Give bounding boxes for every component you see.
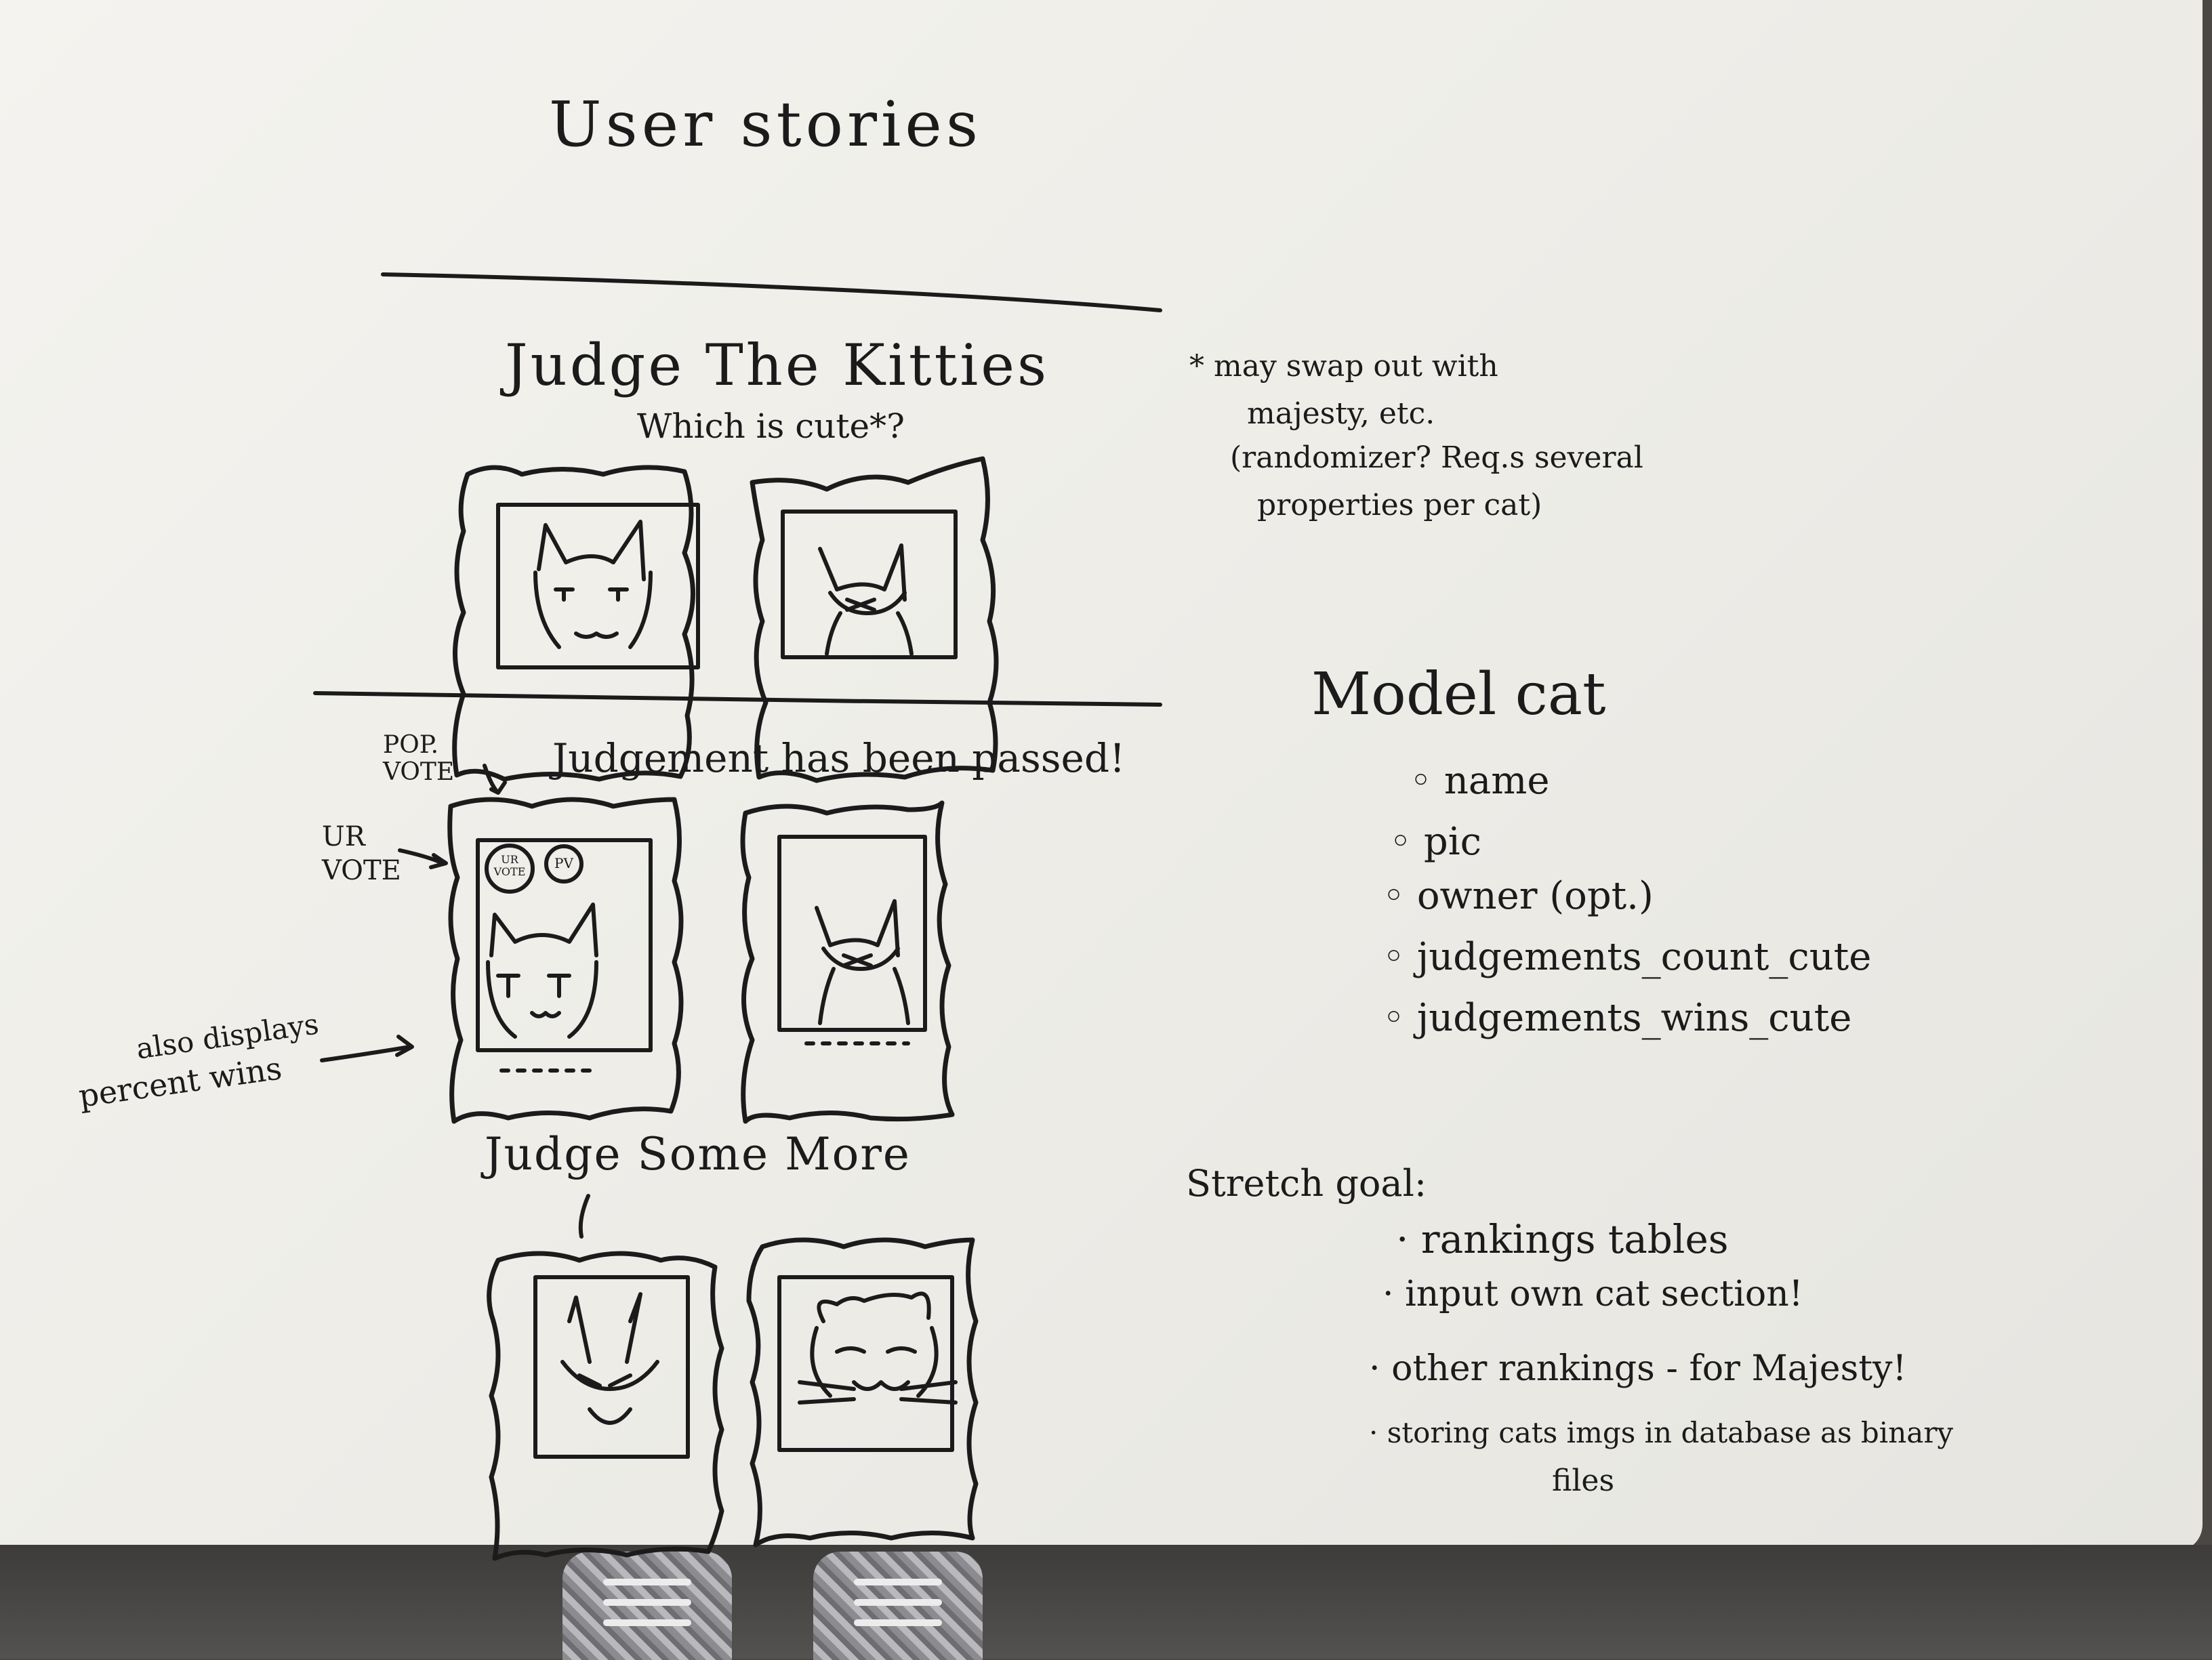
arrow-icon — [398, 848, 448, 869]
pop-vote-label: POP. VOTE — [383, 731, 455, 786]
stretch-item: · storing cats imgs in database as binar… — [1369, 1416, 1954, 1449]
model-field-judgements-count: judgements_count_cute — [1416, 935, 1872, 979]
arrow-icon — [578, 1194, 590, 1239]
picture-frame-icon — [740, 800, 955, 1124]
cat-face-icon — [486, 902, 598, 1039]
cat-face-icon — [798, 1291, 958, 1405]
model-field: ◦ judgements_count_cute — [1382, 935, 1872, 979]
pop-vote-badge: PV — [554, 855, 573, 871]
model-field-judgements-wins: judgements_wins_cute — [1416, 996, 1852, 1040]
footnote-line-1: * may swap out with — [1189, 349, 1498, 383]
model-field-pic: pic — [1423, 820, 1481, 864]
cat-face-icon — [560, 1292, 659, 1425]
arrow-icon — [483, 764, 507, 795]
stretch-item: · other rankings - for Majesty! — [1369, 1348, 1907, 1389]
footnote-line-4: properties per cat) — [1257, 488, 1542, 522]
section-results-heading: Judgement has been passed! — [552, 735, 1126, 781]
picture-frame-icon — [750, 456, 999, 783]
ur-vote-badge: UR VOTE — [493, 853, 526, 878]
picture-frame-icon — [452, 465, 700, 782]
section-judge-heading: Judge The Kitties — [505, 332, 1050, 398]
arrow-icon — [320, 1035, 414, 1062]
cat-face-icon — [533, 520, 653, 649]
footnote-line-2: majesty, etc. — [1247, 396, 1435, 431]
page-title: User stories — [549, 88, 983, 161]
picture-frame-icon — [487, 1251, 724, 1561]
divider-line-top — [381, 272, 1162, 312]
stretch-item-storing: storing cats imgs in database as binary — [1387, 1416, 1954, 1449]
stretch-item-continuation: files — [1552, 1464, 1615, 1498]
stretch-item: · rankings tables — [1396, 1216, 1729, 1262]
right-shoe — [813, 1552, 983, 1660]
whiteboard — [0, 0, 2203, 1552]
model-field: ◦ name — [1410, 759, 1550, 803]
ur-vote-label: UR VOTE — [322, 821, 401, 886]
model-field: ◦ judgements_wins_cute — [1382, 996, 1852, 1040]
picture-frame-icon — [746, 1237, 979, 1548]
section-judge-subheading: Which is cute*? — [637, 407, 905, 446]
model-field-name: name — [1443, 759, 1550, 803]
model-heading: Model cat — [1311, 661, 1606, 728]
picture-frame-icon — [447, 797, 684, 1124]
model-field-owner: owner (opt.) — [1416, 874, 1654, 918]
stretch-item: · input own cat section! — [1382, 1274, 1803, 1314]
divider-line-mid — [313, 691, 1162, 707]
left-shoe — [562, 1552, 732, 1660]
cat-face-icon — [818, 543, 914, 656]
cat-face-icon — [815, 899, 910, 1025]
stretch-heading: Stretch goal: — [1186, 1162, 1427, 1205]
stretch-item-other: other rankings - for Majesty! — [1391, 1348, 1907, 1389]
model-field: ◦ pic — [1389, 820, 1481, 864]
footnote-line-3: (randomizer? Req.s several — [1230, 440, 1643, 475]
floor — [0, 1545, 2212, 1659]
stretch-item-input: input own cat section! — [1405, 1274, 1803, 1314]
section-more-heading: Judge Some More — [485, 1128, 911, 1180]
model-field: ◦ owner (opt.) — [1382, 874, 1654, 918]
stretch-item-rankings: rankings tables — [1420, 1216, 1729, 1262]
